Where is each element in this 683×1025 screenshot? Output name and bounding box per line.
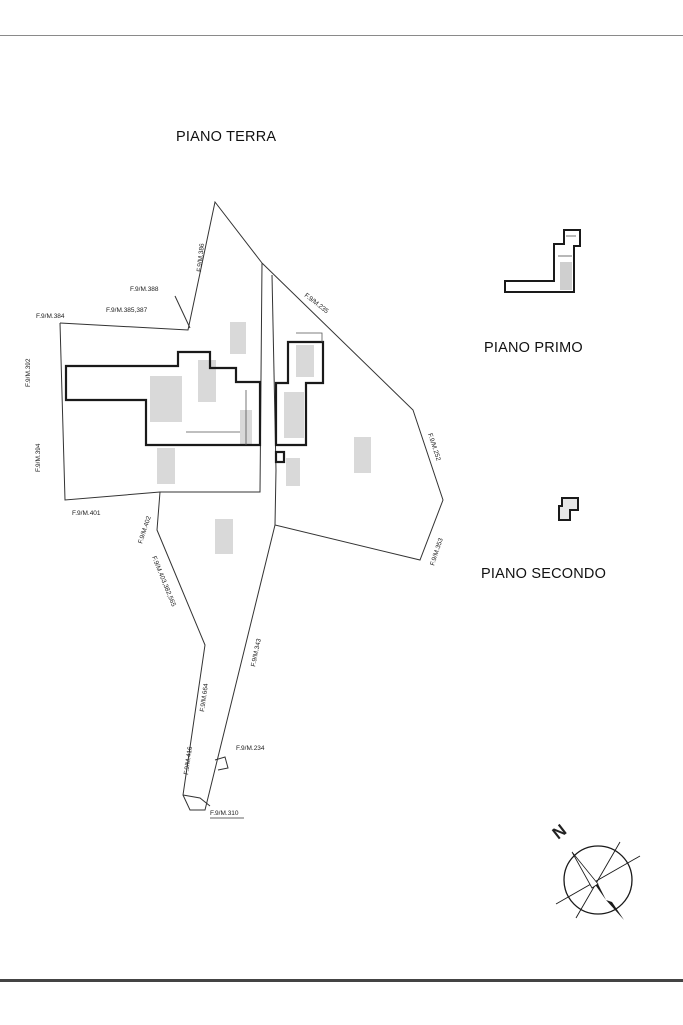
north-label: N bbox=[549, 821, 570, 844]
inner-wall bbox=[296, 332, 323, 342]
redaction-block bbox=[284, 392, 304, 438]
parcel-label-403-382-565: F.9/M.403,382,565 bbox=[150, 555, 177, 608]
parcel-label-664: F.9/M.664 bbox=[199, 683, 210, 713]
parcel-label-394: F.9/M.394 bbox=[35, 443, 42, 472]
parcel-label-384: F.9/M.384 bbox=[36, 313, 65, 320]
redaction-block bbox=[296, 345, 314, 377]
top-border-line bbox=[0, 35, 683, 36]
compass-axis bbox=[555, 855, 641, 905]
parcel-label-388: F.9/M.388 bbox=[130, 286, 159, 293]
compass-needle-light bbox=[571, 851, 599, 889]
parcel-label-234: F.9/M.234 bbox=[236, 745, 265, 752]
redaction-block bbox=[157, 448, 175, 484]
title-first-floor: PIANO PRIMO bbox=[484, 340, 583, 356]
compass-tail bbox=[606, 900, 624, 920]
boundary-top-left bbox=[59, 200, 263, 331]
first-floor-outline bbox=[504, 229, 581, 293]
access-notch bbox=[214, 756, 229, 771]
redaction-block bbox=[150, 376, 182, 422]
parcel-label-416: F.9/M.416 bbox=[183, 746, 194, 776]
first-floor-inner bbox=[558, 235, 576, 257]
redaction-block bbox=[198, 360, 216, 402]
lot-boundaries bbox=[59, 200, 444, 811]
bottom-terminal bbox=[182, 794, 211, 807]
leader-388 bbox=[174, 295, 191, 329]
redaction-block bbox=[215, 519, 233, 554]
parcel-label-386: F.9/M.386 bbox=[196, 243, 206, 273]
parcel-label-235: F.9/M.235 bbox=[303, 292, 330, 315]
parcel-label-401: F.9/M.401 bbox=[72, 510, 101, 517]
second-floor-outline bbox=[558, 497, 579, 521]
north-compass bbox=[555, 841, 641, 920]
parcel-label-392: F.9/M.392 bbox=[25, 358, 32, 387]
building-first-floor bbox=[504, 229, 581, 293]
parcel-label-402: F.9/M.402 bbox=[137, 515, 153, 545]
parcel-label-310: F.9/M.310 bbox=[210, 810, 239, 817]
compass-circle bbox=[563, 845, 633, 915]
building-inner-lines bbox=[186, 332, 323, 445]
redaction-block bbox=[286, 458, 300, 486]
bottom-border-line bbox=[0, 979, 683, 982]
building-second-floor bbox=[558, 497, 579, 521]
title-ground-floor: PIANO TERRA bbox=[176, 129, 277, 145]
parcel-label-385-387: F.9/M.385,387 bbox=[106, 307, 148, 314]
redaction-block bbox=[354, 437, 371, 473]
building-main bbox=[64, 350, 262, 447]
first-floor-hatch bbox=[560, 262, 572, 290]
parcel-label-353: F.9/M.353 bbox=[429, 537, 445, 567]
redaction-blocks bbox=[150, 322, 371, 554]
parcel-label-343: F.9/M.343 bbox=[250, 638, 263, 668]
title-second-floor: PIANO SECONDO bbox=[481, 566, 607, 582]
buildings-ground-floor bbox=[64, 340, 325, 464]
building-east bbox=[274, 340, 325, 447]
redaction-block bbox=[230, 322, 246, 354]
building-small-annex bbox=[274, 450, 286, 464]
boundary-right-parcel bbox=[261, 262, 444, 561]
